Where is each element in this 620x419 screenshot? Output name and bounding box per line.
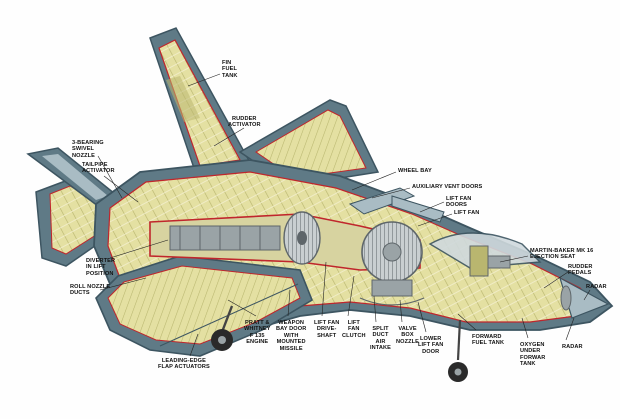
lift-fan-doors	[348, 187, 445, 223]
label-lift-fan-drive-shaft: LIFT FAN DRIVE- SHAFT	[314, 320, 340, 339]
label-pratt-whitney: PRATT & WHITNEY F 135 ENGINE	[244, 320, 271, 346]
label-martin-baker-seat: MARTIN-BAKER MK 16 EJECTION SEAT	[530, 248, 594, 261]
leader-lines	[97, 73, 591, 357]
label-fin-fuel-tank: FIN FUEL TANK	[222, 60, 238, 79]
label-bearing-swivel-nozzle: 3-BEARING SWIVEL NOZZLE	[72, 140, 104, 159]
label-tailpipe-activator: TAILPIPE ACTIVATOR	[82, 162, 115, 175]
label-diverter: DIVERTER IN LIFT POSITION	[86, 258, 116, 277]
label-wheel-bay: WHEEL BAY	[398, 168, 432, 174]
label-oxygen-tank: OXYGEN UNDER FORWAR TANK	[520, 342, 546, 368]
lift-fan	[359, 221, 425, 306]
left-wing	[95, 255, 313, 357]
label-radar-upper: RADAR	[586, 284, 607, 290]
label-forward-fuel-tank: FORWARD FUEL TANK	[472, 334, 505, 347]
vertical-fin	[149, 27, 254, 175]
label-split-duct-air-intake: SPLIT DUCT AIR INTAKE	[370, 326, 392, 352]
label-rudder-activator: RUDDER ACTIVATOR	[228, 116, 261, 129]
label-lift-fan-doors: LIFT FAN DOORS	[446, 196, 472, 209]
label-lower-lift-fan-door: LOWER LIFT FAN DOOR	[418, 336, 444, 355]
label-lift-fan: LIFT FAN	[454, 210, 480, 216]
label-valve-box-nozzle: VALVE BOX NOZZLE	[396, 326, 419, 345]
engine-fan	[283, 211, 321, 265]
nose-radar	[559, 276, 610, 319]
label-lift-fan-clutch: LIFT FAN CLUTCH	[342, 320, 366, 339]
label-auxiliary-vent-doors: AUXILIARY VENT DOORS	[412, 184, 483, 190]
label-leading-edge-flap-actuators: LEADING-EDGE FLAP ACTUATORS	[158, 358, 210, 371]
label-radar-lower: RADAR	[562, 344, 583, 350]
label-roll-nozzle-ducts: ROLL NOZZLE DUCTS	[70, 284, 111, 297]
label-rudder-pedals: RUDDER PEDALS	[568, 264, 593, 277]
main-landing-gear	[211, 305, 234, 351]
label-weapon-bay-door: WEAPON BAY DOOR WITH MOUNTED MISSILE	[276, 320, 307, 352]
nose-landing-gear	[448, 319, 468, 382]
